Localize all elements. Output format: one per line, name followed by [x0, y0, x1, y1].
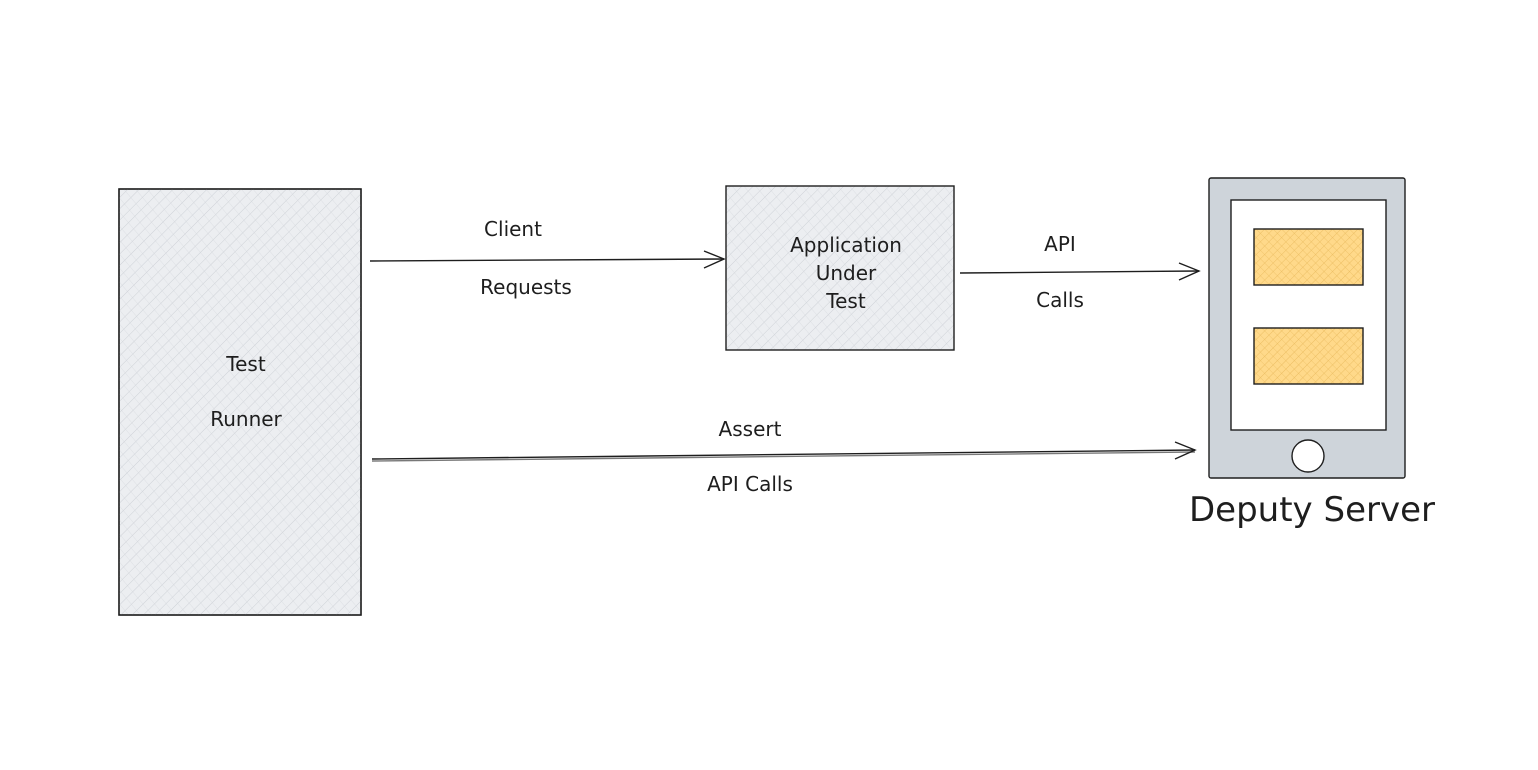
arrowhead-client-requests [703, 250, 726, 269]
screen-panel-top [1253, 228, 1364, 286]
application-label-line1: Application [790, 233, 902, 257]
arrow-assert-api-calls-double [371, 451, 1196, 462]
phone-device-icon [1208, 177, 1406, 479]
test-runner-node: Test Runner [118, 188, 362, 616]
client-requests-label-line1: Client [484, 217, 542, 241]
deputy-server-label: Deputy Server [1189, 490, 1435, 530]
application-label-line2: Under [816, 261, 877, 285]
arrowhead-assert-api-calls [1174, 441, 1197, 460]
api-calls-label-line1: API [1044, 232, 1076, 256]
edge-assert-api-calls: Assert API Calls [371, 417, 1197, 496]
arrow-api-calls [959, 270, 1200, 274]
home-button-icon [1291, 439, 1325, 473]
test-runner-label-line1: Test [225, 352, 266, 376]
client-requests-label-line2: Requests [480, 275, 572, 299]
application-under-test-node: Application Under Test [725, 185, 955, 351]
screen-panel-bottom [1253, 327, 1364, 385]
assert-api-calls-label-line1: Assert [719, 417, 782, 441]
application-label-line3: Test [825, 289, 866, 313]
api-calls-label-line2: Calls [1036, 288, 1084, 312]
assert-api-calls-label-line2: API Calls [707, 472, 793, 496]
edge-client-requests: Client Requests [369, 217, 726, 299]
arrow-assert-api-calls [371, 449, 1196, 460]
arrowhead-api-calls [1178, 262, 1201, 281]
arrow-client-requests [369, 258, 725, 262]
test-runner-label-line2: Runner [210, 407, 282, 431]
deputy-server-node: Deputy Server [1189, 177, 1435, 530]
edge-api-calls: API Calls [959, 232, 1201, 312]
